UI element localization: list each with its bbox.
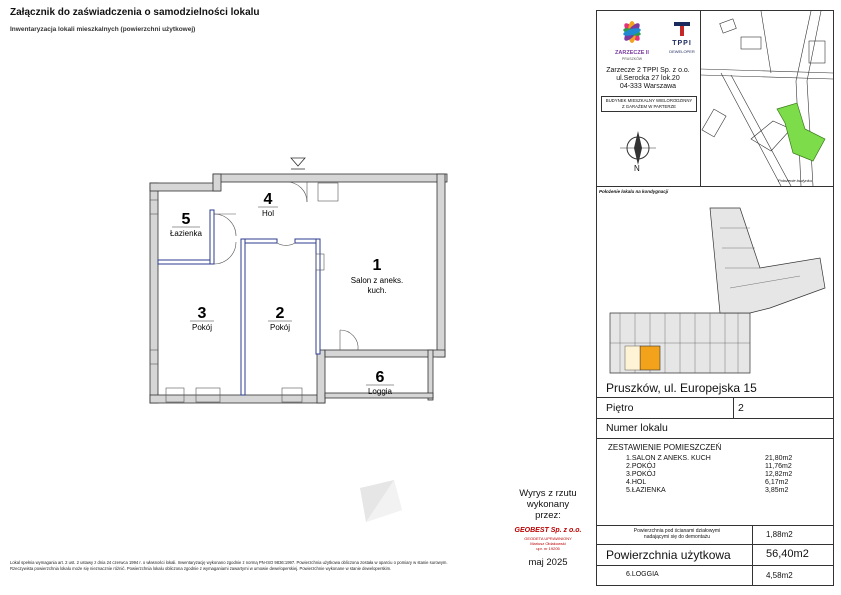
- summary-room-3: 3.POKÓJ: [626, 471, 656, 478]
- summary-area-4: 6,17m2: [765, 479, 789, 486]
- usable-area-label: Powierzchnia użytkowa: [606, 548, 731, 562]
- partition-room2-west: [240, 238, 246, 396]
- tppi-logo-icon: [674, 22, 690, 36]
- door-bathroom: [213, 213, 237, 237]
- wall-east: [436, 173, 446, 358]
- loggia-label: 6.LOGGIA: [626, 571, 659, 578]
- room-4-number: 4: [264, 191, 273, 208]
- floor-plan: 1 Salon z aneks. kuch. 2 Pokój 3 Pokój 4…: [149, 157, 448, 404]
- tppi-logo-text: TPPI: [672, 40, 692, 47]
- unit-highlight: [639, 345, 661, 371]
- surveyor-stamp-2: Mariusz Ołdakowski: [530, 541, 566, 546]
- summary-room-4: 4.HOL: [626, 479, 647, 486]
- room-1-name-2: kuch.: [367, 286, 386, 295]
- site-map: [701, 11, 833, 186]
- made-by-block: Wyrys z rzutu wykonany przez: GEOBEST Sp…: [508, 488, 588, 568]
- room-5-name: Łazienka: [170, 229, 203, 238]
- loggia-value: 4,58m2: [766, 571, 793, 580]
- wall-north-left: [149, 182, 221, 192]
- partition-room2-east: [315, 238, 321, 355]
- room-5-number: 5: [182, 211, 191, 228]
- summary-area-3: 12,82m2: [765, 471, 793, 478]
- surveyor-stamp-1: GEODETA UPRAWNIONY: [524, 536, 572, 541]
- info-panel: [596, 10, 834, 586]
- partition-hall-south-right: [294, 238, 317, 244]
- building-key-plan: [609, 207, 826, 374]
- summary-room-5: 5.ŁAZIENKA: [626, 487, 666, 494]
- room-6-number: 6: [376, 369, 385, 386]
- summary-room-2: 2.POKÓJ: [626, 463, 656, 470]
- wall-west: [149, 182, 159, 404]
- window-west: [149, 199, 159, 215]
- north-arrow-icon: [620, 131, 656, 165]
- window-north: [317, 182, 339, 202]
- room-3-name: Pokój: [192, 323, 212, 332]
- floor-value: 2: [738, 402, 744, 414]
- zarzecze-logo-text: ZARZECZE II: [615, 50, 649, 56]
- door-room2: [276, 242, 296, 246]
- partition-bathroom-east: [209, 209, 215, 265]
- watermark-logo: [360, 480, 402, 522]
- summary-room-areas: 21,80m2 11,76m2 12,82m2 6,17m2 3,85m2: [765, 455, 792, 495]
- window-room2: [281, 387, 303, 403]
- building-description: BUDYNEK MIESZKALNY WIELORODZINNY Z GARAŻ…: [601, 96, 697, 112]
- room-1-name: Salon z aneks.: [351, 276, 403, 285]
- room-2-name: Pokój: [270, 323, 290, 332]
- wall-jog: [212, 173, 222, 192]
- surveyor-company: GEOBEST Sp. z o.o.: [514, 527, 582, 534]
- entrance-arrow-icon: [290, 157, 306, 167]
- wall-north-right: [212, 173, 448, 183]
- company-address: Zarzecze 2 TPPI Sp. z o.o. ul.Serocka 27…: [606, 67, 690, 90]
- north-label: N: [634, 164, 640, 173]
- door-loggia: [339, 329, 359, 351]
- demountable-walls-value: 1,88m2: [766, 530, 793, 539]
- address: Pruszków, ul. Europejska 15: [606, 381, 757, 395]
- summary-area-1: 21,80m2: [765, 455, 793, 462]
- footnote: Lokal spełnia wymagania art. 2 ust. 2 us…: [10, 560, 448, 571]
- unit-number-label: Numer lokalu: [606, 422, 668, 434]
- partition-bathroom-south: [157, 259, 214, 265]
- wall-loggia-west: [316, 349, 326, 404]
- usable-area-value: 56,40m2: [766, 548, 809, 560]
- room-2-number: 2: [276, 305, 285, 322]
- document-title: Załącznik do zaświadczenia o samodzielno…: [10, 7, 260, 18]
- room-3-number: 3: [198, 305, 207, 322]
- floor-plan-label: Położenie lokalu na kondygnacji: [599, 189, 669, 194]
- loggia-balustrade: [324, 392, 434, 399]
- door-room3: [213, 241, 237, 265]
- surveyor-stamp-3: upr. nr 19205: [536, 546, 560, 551]
- wall-loggia-east: [427, 349, 434, 401]
- document-subtitle: Inwentaryzacja lokali mieszkalnych (powi…: [10, 26, 196, 33]
- summary-room-1: 1.SALON Z ANEKS. KUCH: [626, 455, 711, 462]
- door-entrance: [286, 181, 308, 203]
- partition-hall-south-left: [244, 238, 278, 244]
- room-6-name: Loggia: [368, 387, 393, 396]
- wall-loggia-top: [324, 349, 446, 358]
- floor-label: Piętro: [606, 402, 634, 414]
- demountable-walls-label: Powierzchnia pod ścianami działowymi nad…: [633, 528, 721, 540]
- plot-label: Położenie budynku: [778, 178, 812, 183]
- summary-heading: ZESTAWIENIE POMIESZCZEŃ: [608, 443, 722, 452]
- zarzecze-logo: [623, 21, 641, 43]
- summary-area-2: 11,76m2: [765, 463, 792, 470]
- room-1-number: 1: [373, 257, 382, 274]
- summary-room-names: 1.SALON Z ANEKS. KUCH 2.POKÓJ 3.POKÓJ 4.…: [626, 455, 711, 495]
- room-4-name: Hol: [262, 209, 274, 218]
- window-room3-b: [195, 387, 221, 403]
- date: maj 2025: [528, 557, 568, 568]
- building-plot: [776, 102, 826, 162]
- summary-area-5: 3,85m2: [765, 487, 789, 494]
- window-room3-a: [165, 387, 185, 403]
